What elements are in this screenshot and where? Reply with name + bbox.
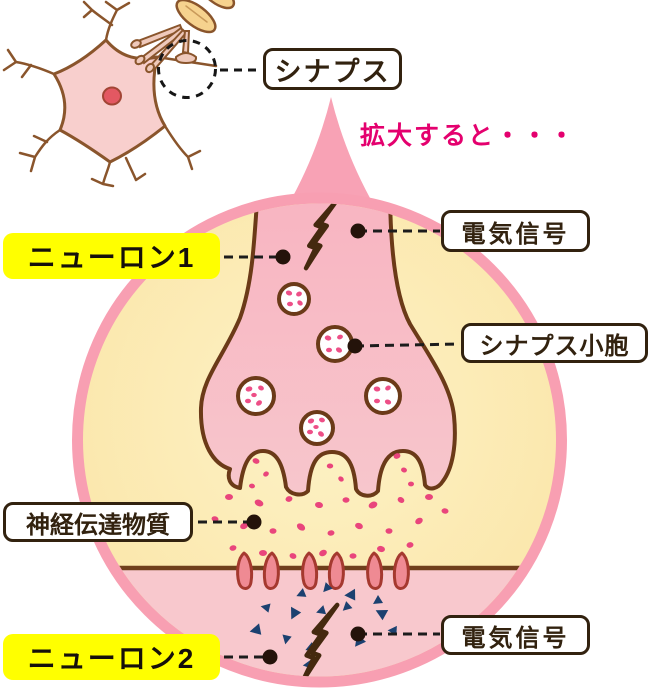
receptors: [236, 551, 410, 590]
dashed-circle-icon: [157, 39, 217, 99]
lightning-bolt-bottom-icon: [300, 602, 340, 677]
neuron-illustration: [2, 0, 236, 188]
neuron1-label: ニューロン1: [3, 233, 220, 279]
vesicle-contents: [245, 290, 392, 437]
synapse-label: シナプス: [263, 48, 402, 90]
incoming-axon: [130, 0, 236, 74]
synaptic-bouton: [174, 52, 198, 65]
neurotransmitter-dots: [211, 453, 449, 559]
electric-signal-top-label: 電気信号: [441, 210, 590, 252]
lightning-bolt-top-icon: [303, 203, 339, 271]
neuron2-label: ニューロン2: [3, 634, 220, 680]
magnify-note: 拡大すると・・・: [360, 122, 577, 150]
synaptic-vesicle-label: シナプス小胞: [461, 323, 648, 363]
neuron-nucleus: [102, 86, 122, 106]
callout-connectors: [198, 229, 461, 659]
connector-dots: [246, 223, 366, 665]
electric-signal-bottom-label: 電気信号: [441, 615, 590, 655]
magnify-wedge: [292, 97, 370, 198]
neurotransmitter-label: 神経伝達物質: [3, 502, 193, 542]
